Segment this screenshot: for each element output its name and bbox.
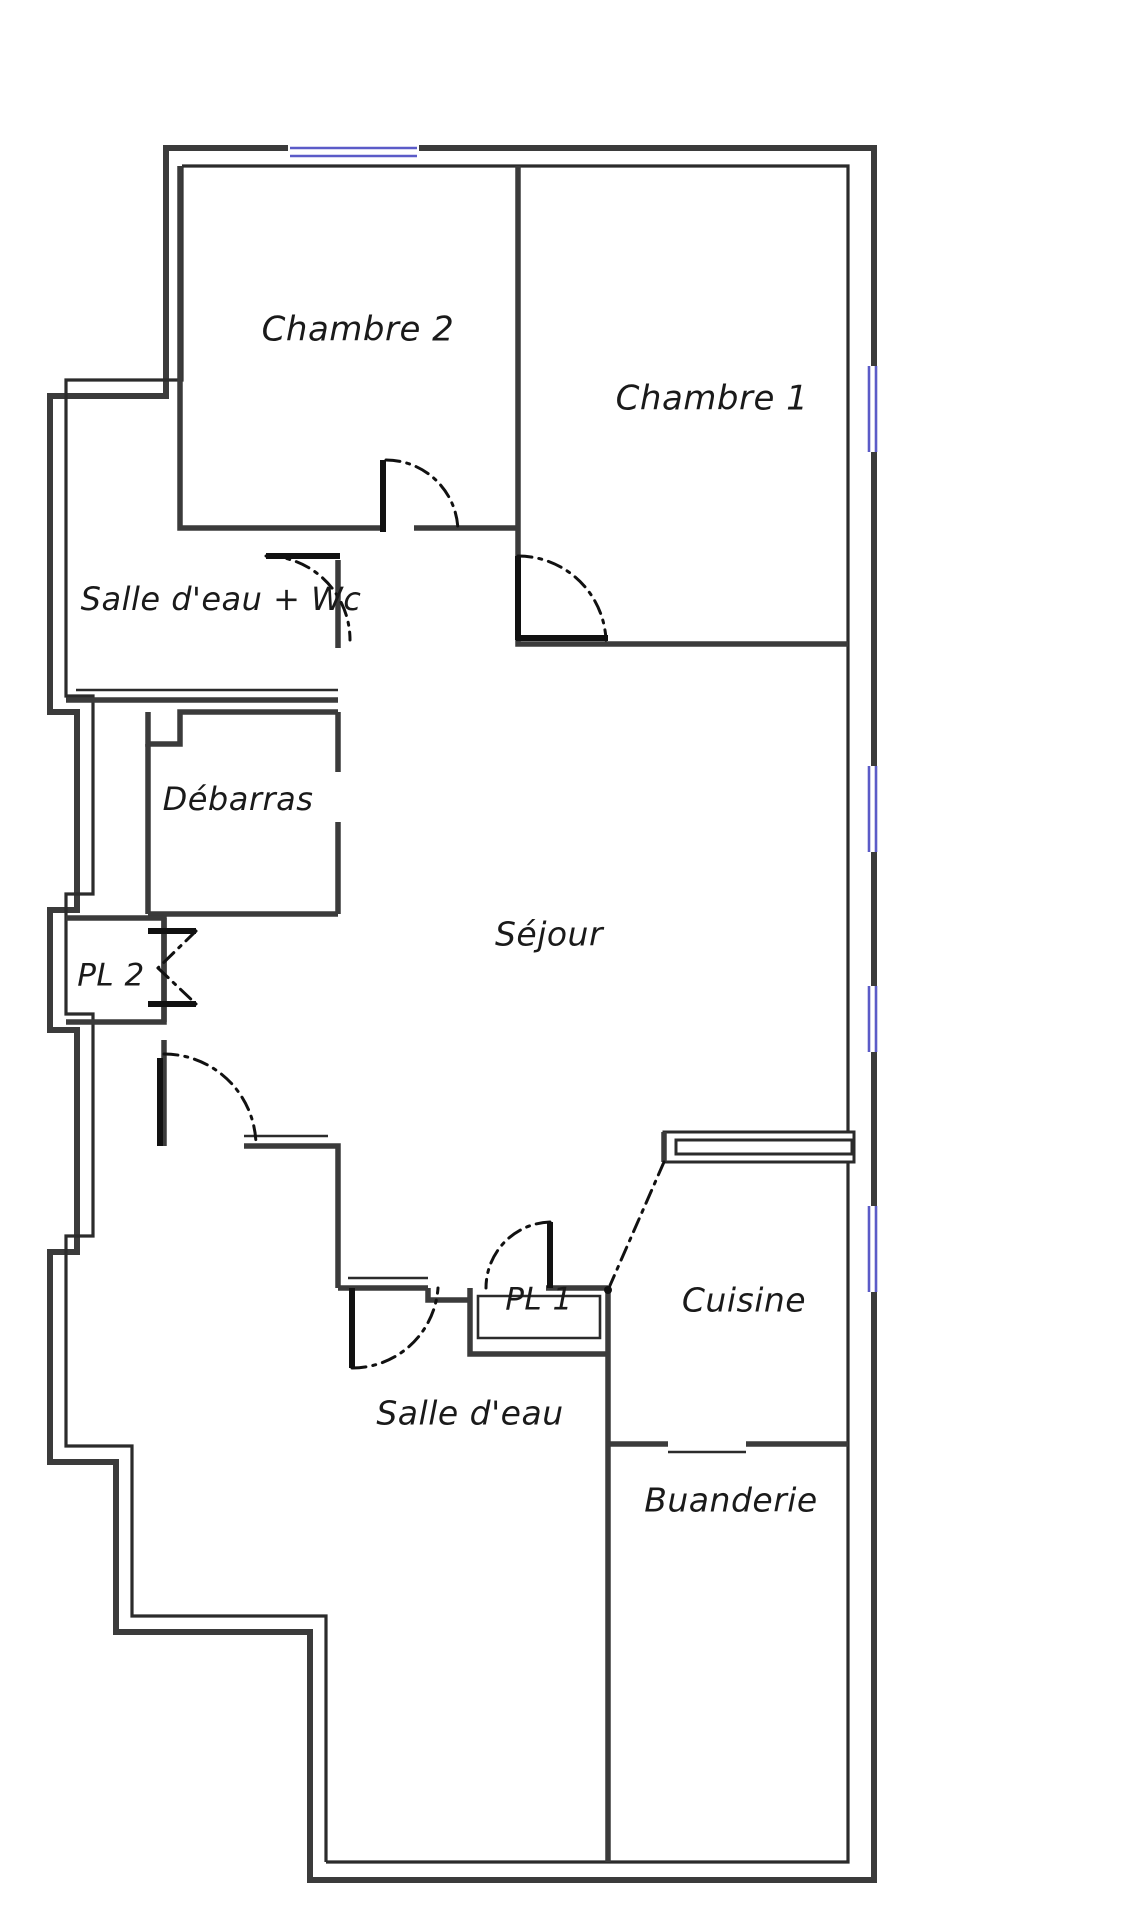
room-label-cuisine: Cuisine (682, 1281, 806, 1320)
wall-chambre2-left (177, 166, 386, 531)
door-chambre1-arc (516, 554, 608, 642)
door-salle-eau-wc-arc (264, 554, 352, 642)
room-label-salle-eau-wc: Salle d'eau + Wc (81, 580, 362, 618)
door-cuisine-hinge-point (604, 1286, 612, 1294)
door-pl1-arc (484, 1220, 552, 1290)
wall-pl1-inner (476, 1294, 602, 1340)
door-pl2-arc-bottom (156, 966, 198, 1006)
door-chambre2-arc (384, 458, 460, 534)
wall-chambre1-bottom (515, 556, 612, 647)
exterior-wall-outline (47, 145, 877, 1883)
door-salle-eau-arc (350, 1286, 440, 1370)
exterior-walls (47, 145, 877, 1883)
room-label-debarras: Débarras (163, 780, 314, 818)
room-label-pl1: PL 1 (505, 1282, 573, 1318)
door-cuisine-arc (606, 1160, 666, 1292)
exterior-wall-inner-face-left (64, 166, 328, 1862)
interior-walls (66, 166, 848, 1862)
room-label-buanderie: Buanderie (644, 1481, 817, 1520)
door-pl2-arc-top (156, 929, 198, 970)
wall-corridor-bottom (244, 1143, 341, 1288)
door-entry-arc (162, 1052, 258, 1148)
room-label-chambre2: Chambre 2 (262, 310, 455, 350)
room-labels: Chambre 2 Chambre 1 Salle d'eau + Wc Déb… (77, 310, 817, 1520)
windows-group (288, 144, 880, 1292)
room-label-pl2: PL 2 (77, 958, 145, 994)
doors-group (148, 458, 666, 1370)
cuisine-sliding-window-group (661, 1130, 856, 1164)
wall-pl1 (467, 1288, 608, 1357)
room-label-salle-eau: Salle d'eau (376, 1394, 563, 1433)
room-label-chambre1: Chambre 1 (616, 379, 809, 419)
wall-salle-eau-top-2 (425, 1288, 470, 1303)
exterior-wall-inner-face (182, 164, 850, 1864)
room-label-sejour: Séjour (495, 915, 605, 954)
cuisine-sliding-window-inner (674, 1138, 854, 1156)
wall-debarras-top (145, 709, 338, 747)
window-chambre2-top-bg (288, 144, 419, 156)
